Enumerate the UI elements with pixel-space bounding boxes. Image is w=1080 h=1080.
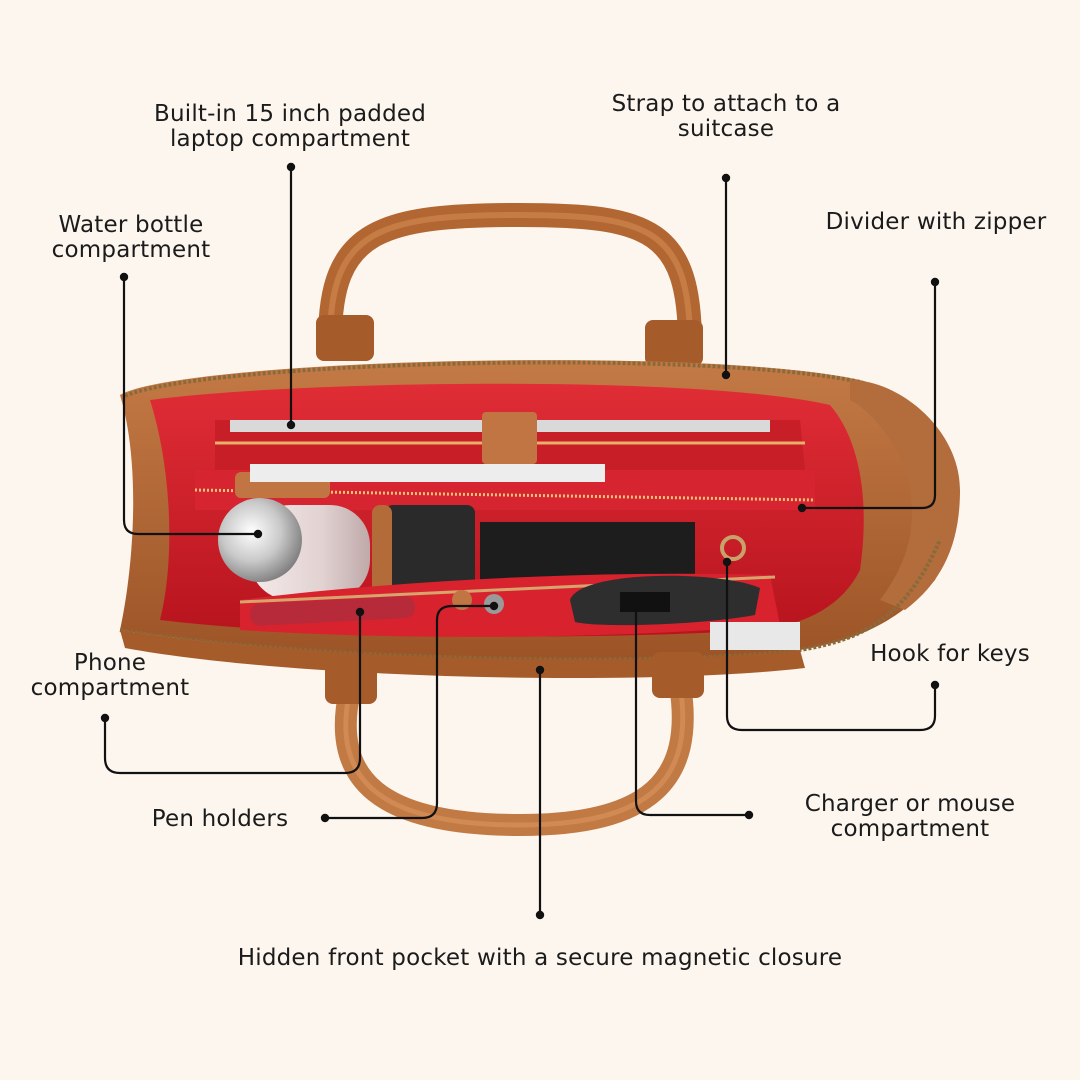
front-zipper [119, 539, 942, 662]
leader-strap-dot-1 [721, 173, 731, 183]
leader-pen-holders [325, 604, 494, 820]
key-hook [720, 535, 746, 561]
label-divider: Divider with zipper [825, 209, 1047, 235]
label-front-pocket: Hidden front pocket with a secure magnet… [237, 945, 843, 971]
leader-laptop-dot-1 [286, 162, 296, 172]
leader-front-pocket-dot-1 [535, 910, 545, 920]
leader-divider-dot-1 [930, 277, 940, 287]
leader-water-bottle-dot-2 [253, 529, 263, 539]
leader-charger-dot-2 [631, 599, 641, 609]
leader-phone-dot-1 [100, 713, 110, 723]
leader-water-bottle [122, 277, 258, 536]
card [710, 622, 800, 650]
leader-charger [634, 604, 749, 817]
side-flap-right [850, 380, 960, 610]
leader-phone-dot-2 [355, 607, 365, 617]
leader-water-bottle-dot-1 [119, 272, 129, 282]
back-handle [318, 202, 702, 357]
leader-hook [725, 562, 937, 732]
leader-strap-dot-2 [721, 370, 731, 380]
back-handle-tab-right [645, 320, 703, 366]
leader-front-pocket-dot-2 [535, 665, 545, 675]
label-pen-holders: Pen holders [151, 806, 289, 832]
leader-phone [103, 612, 362, 775]
leader-hook-dot-2 [722, 557, 732, 567]
front-handle-tab-right [652, 652, 704, 698]
folder [250, 464, 605, 482]
water-bottle-cap [218, 498, 302, 582]
divider-zipper [194, 488, 816, 502]
leader-charger-dot-1 [744, 810, 754, 820]
leader-pen-holders-dot-2 [489, 601, 499, 611]
leader-divider [802, 282, 937, 510]
front-band [120, 630, 805, 679]
brush [385, 505, 475, 595]
leader-hook-dot-1 [930, 680, 940, 690]
leader-pen-holders-dot-1 [320, 813, 330, 823]
phone [250, 596, 415, 626]
label-hook: Hook for keys [870, 641, 1030, 667]
laptop-strap-tab [482, 412, 537, 464]
wooden-handle [372, 505, 392, 595]
back-handle-tab-left [316, 315, 374, 361]
tablet-pocket [480, 522, 695, 582]
front-handle-tab-left [325, 658, 377, 704]
leader-divider-dot-2 [797, 503, 807, 513]
leader-laptop-dot-2 [286, 420, 296, 430]
